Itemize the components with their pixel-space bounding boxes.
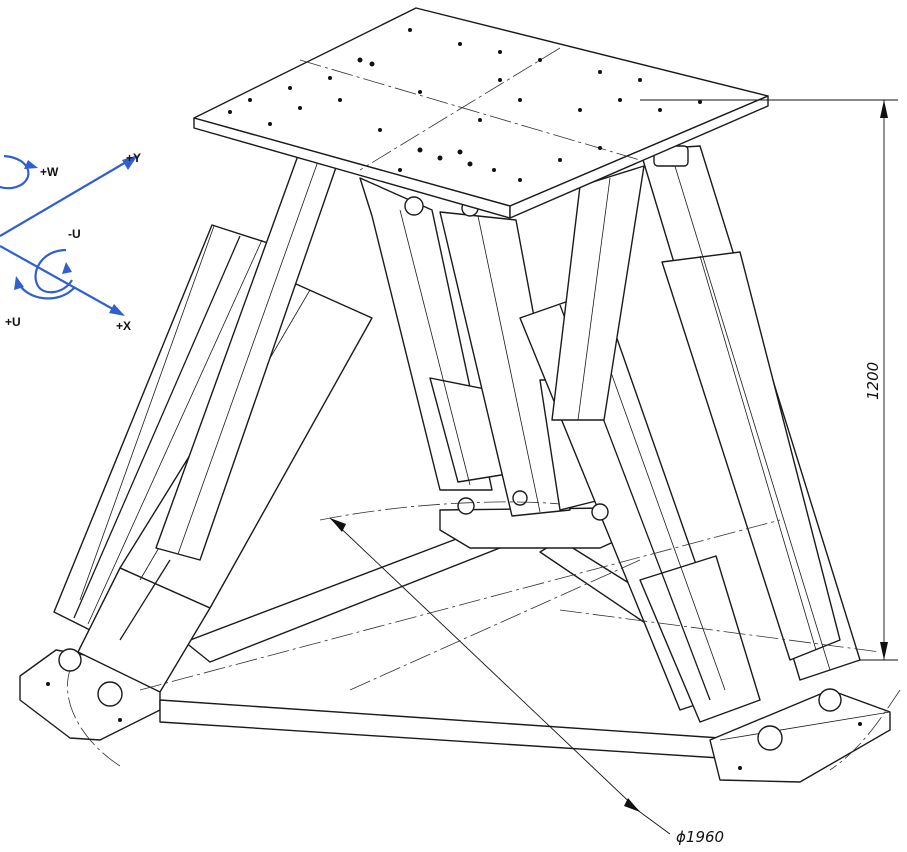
u-axis-label: +U (5, 315, 21, 329)
top-platform (193, 7, 769, 219)
y-axis-label: +Y (126, 151, 141, 165)
height-label: 1200 (864, 362, 882, 400)
coordinate-axes: +W +Y -U +U +X (0, 151, 141, 333)
base-center-lines (67, 501, 901, 771)
diameter-dimension: ϕ1960 (329, 517, 724, 846)
x-axis-label: +X (116, 319, 131, 333)
diameter-label: ϕ1960 (676, 828, 724, 846)
height-dimension: 1200 (640, 99, 898, 661)
neg-u-axis-label: -U (68, 227, 81, 241)
actuator-leg-7 (551, 165, 645, 421)
w-axis-label: +W (40, 165, 59, 179)
platform-holes (228, 28, 702, 182)
